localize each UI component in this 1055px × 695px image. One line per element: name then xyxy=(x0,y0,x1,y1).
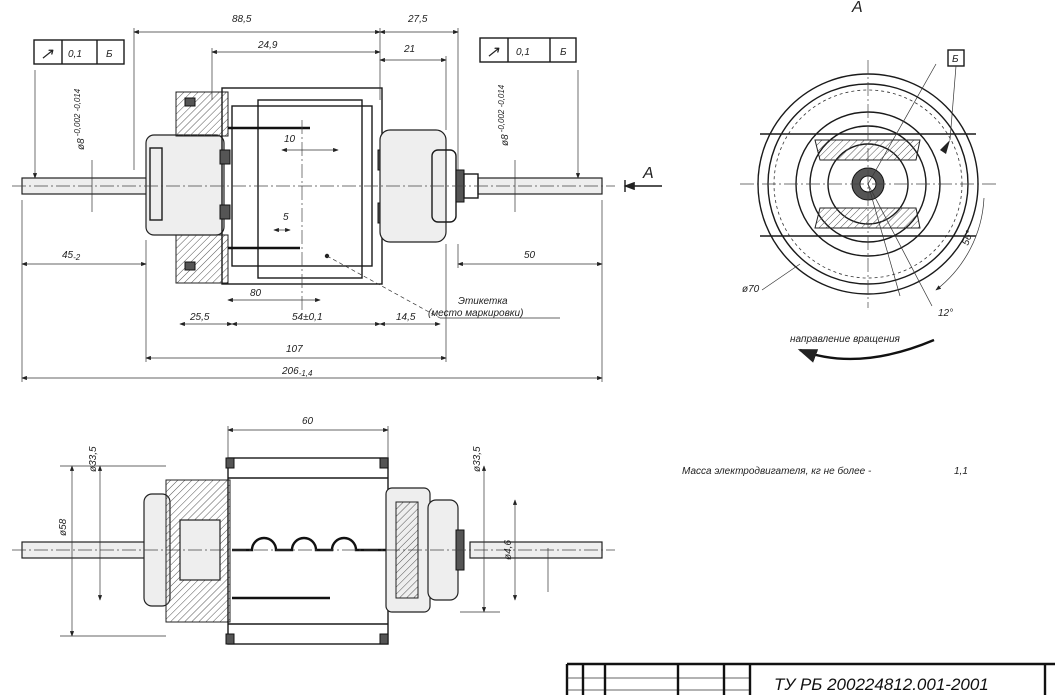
dim-5: 5 xyxy=(283,212,289,223)
label-area xyxy=(257,99,363,279)
dim-25-5: 25,5 xyxy=(189,312,210,323)
brush-holder-bottom xyxy=(175,234,229,284)
rotation-label: направление вращения xyxy=(790,334,901,345)
dim-107: 107 xyxy=(286,344,303,355)
shaft-right-diameter: ø8-0,002 -0,014 xyxy=(497,84,511,146)
dim-88-5: 88,5 xyxy=(232,14,252,25)
bottom-dim-d33-5b: ø33,5 xyxy=(472,446,483,472)
title-block: ТУ РБ 200224812.001-2001 xyxy=(565,662,1055,695)
tol-right-datum: Б xyxy=(560,47,567,58)
view-a-angle-56: 56° xyxy=(960,229,976,247)
tolerance-frame-left: ↗ 0,1 Б xyxy=(33,39,125,65)
mass-note: Масса электродвигателя, кг не более - xyxy=(682,465,872,477)
tolerance-frame-right: ↗ 0,1 Б xyxy=(479,37,577,63)
bottom-dim-d58: ø58 xyxy=(58,518,69,536)
bottom-dim-d33-5: ø33,5 xyxy=(88,446,99,472)
dim-206: 206-1,4 xyxy=(281,366,313,378)
dim-50: 50 xyxy=(524,250,536,261)
dim-27-5: 27,5 xyxy=(407,14,428,25)
mass-value: 1,1 xyxy=(954,466,968,477)
dim-54: 54±0,1 xyxy=(292,312,323,323)
bottom-wave-symbol xyxy=(232,536,388,552)
bottom-dim-60: 60 xyxy=(302,416,314,427)
label-text-1: Этикетка xyxy=(458,296,508,307)
datum-box-label: Б xyxy=(952,54,959,65)
tol-left-datum: Б xyxy=(106,49,113,60)
dim-45: 45-2 xyxy=(62,250,81,262)
doc-number: ТУ РБ 200224812.001-2001 xyxy=(774,675,989,694)
tol-left-symbol: ↗ xyxy=(40,46,54,63)
shaft-left-diameter: ø8-0,002 -0,014 xyxy=(73,88,87,150)
view-a-arrow-label: А xyxy=(642,165,654,182)
dim-10: 10 xyxy=(284,134,296,145)
view-a-d70: ø70 xyxy=(742,284,760,295)
bottom-dim-d4-6: ø4,6 xyxy=(503,540,514,560)
dim-80: 80 xyxy=(250,288,262,299)
dim-14-5: 14,5 xyxy=(396,312,416,323)
tol-left-value: 0,1 xyxy=(68,49,82,60)
dim-21: 21 xyxy=(403,44,415,55)
view-a-title: А xyxy=(851,0,863,16)
brush-holder-top xyxy=(175,91,229,137)
dim-24-9: 24,9 xyxy=(257,40,278,51)
view-a-angle-12: 12° xyxy=(938,308,953,319)
bottom-motor-view xyxy=(12,426,615,645)
rotation-arrow xyxy=(797,338,935,363)
view-a xyxy=(740,60,996,363)
tol-right-value: 0,1 xyxy=(516,47,530,58)
label-text-2: (место маркировки) xyxy=(428,308,523,319)
top-motor-view xyxy=(12,28,662,382)
tol-right-symbol: ↗ xyxy=(486,44,500,61)
